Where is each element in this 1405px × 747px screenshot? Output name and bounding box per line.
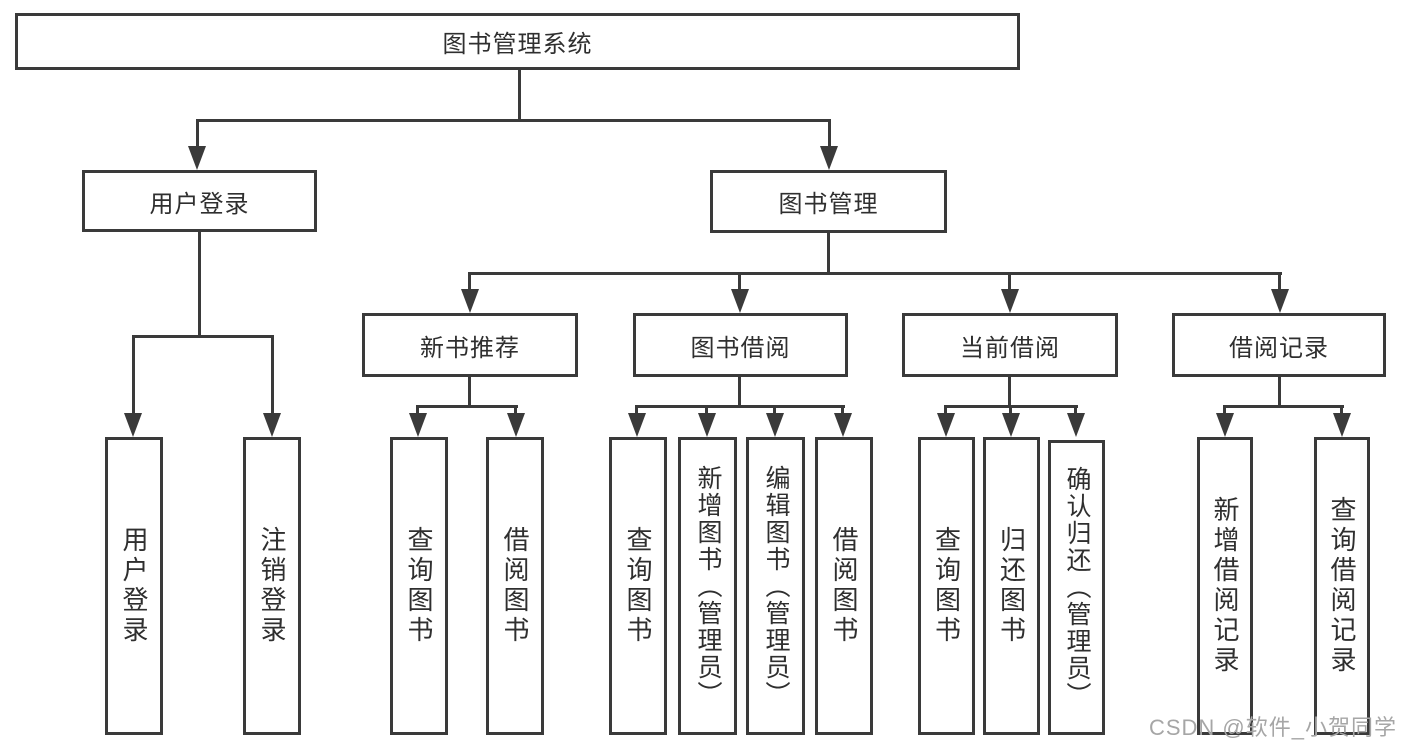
node-label: 借阅图书 <box>500 526 530 646</box>
arrowhead-down-icon <box>1333 413 1351 437</box>
arrowhead-down-icon <box>1271 289 1289 313</box>
arrowhead-down-icon <box>124 413 142 437</box>
node-leaf-query-books: 查询图书 <box>609 437 667 735</box>
node-leaf-add-borrow-record: 新增借阅记录 <box>1197 437 1253 735</box>
connector-stem <box>705 405 708 415</box>
connector-stem <box>1278 377 1281 407</box>
connector-stem <box>841 405 844 415</box>
connector-stem <box>773 405 776 415</box>
connector-stem <box>196 119 199 148</box>
connector-stem <box>1278 272 1281 289</box>
arrowhead-down-icon <box>1067 413 1085 437</box>
connector-stem <box>468 272 471 289</box>
node-library-management-system: 图书管理系统 <box>15 13 1020 70</box>
node-label: 用户登录 <box>149 190 250 218</box>
arrowhead-down-icon <box>1216 413 1234 437</box>
node-new-book-recommend: 新书推荐 <box>362 313 578 377</box>
node-label: 归还图书 <box>996 526 1027 646</box>
connector-stem <box>132 335 135 413</box>
connector-user-login-bar <box>132 335 274 338</box>
arrowhead-down-icon <box>766 413 784 437</box>
arrowhead-down-icon <box>188 146 206 170</box>
node-leaf-logout: 注销登录 <box>243 437 301 735</box>
arrowhead-down-icon <box>409 413 427 437</box>
node-label: 编辑图书（管理员） <box>762 464 790 708</box>
arrowhead-down-icon <box>263 413 281 437</box>
connector-book-mgmt-stem <box>827 233 830 274</box>
node-label: 新书推荐 <box>420 334 520 362</box>
node-label: 查询图书 <box>623 526 653 646</box>
node-leaf-add-books-admin: 新增图书（管理员） <box>678 437 737 735</box>
connector-stem <box>1009 405 1012 415</box>
arrowhead-down-icon <box>1002 413 1020 437</box>
node-label: 图书管理 <box>778 191 879 218</box>
node-leaf-borrow-books: 借阅图书 <box>815 437 873 735</box>
node-label: 借阅记录 <box>1229 334 1329 362</box>
node-label: 图书管理系统 <box>442 31 593 58</box>
connector-stem <box>271 335 274 413</box>
node-label: 查询借阅记录 <box>1327 496 1357 676</box>
node-leaf-query-books-recommend: 查询图书 <box>390 437 448 735</box>
connector-bar <box>1223 405 1344 408</box>
connector-root-bar <box>196 119 831 122</box>
node-leaf-return-books: 归还图书 <box>983 437 1040 735</box>
node-borrowing-records: 借阅记录 <box>1172 313 1386 377</box>
node-book-borrowing: 图书借阅 <box>633 313 848 377</box>
node-leaf-confirm-return-admin: 确认归还（管理员） <box>1048 440 1105 735</box>
arrowhead-down-icon <box>628 413 646 437</box>
connector-stem <box>1223 405 1226 415</box>
node-label: 查询图书 <box>931 526 962 646</box>
node-current-borrowing: 当前借阅 <box>902 313 1118 377</box>
connector-book-mgmt-bar <box>468 272 1282 275</box>
connector-stem <box>635 405 638 415</box>
connector-stem <box>468 377 471 407</box>
connector-stem <box>738 272 741 289</box>
node-label: 图书借阅 <box>690 334 791 362</box>
arrowhead-down-icon <box>698 413 716 437</box>
arrowhead-down-icon <box>834 413 852 437</box>
connector-stem <box>944 405 947 415</box>
connector-stem <box>1340 405 1343 415</box>
node-leaf-borrow-books-recommend: 借阅图书 <box>486 437 544 735</box>
connector-user-login-stem <box>198 232 201 337</box>
connector-stem <box>828 119 831 148</box>
node-label: 查询图书 <box>404 526 434 646</box>
node-label: 用户登录 <box>119 526 149 646</box>
connector-stem <box>514 405 517 415</box>
node-book-management: 图书管理 <box>710 170 947 233</box>
arrowhead-down-icon <box>1001 289 1019 313</box>
connector-stem <box>1008 377 1011 407</box>
arrowhead-down-icon <box>937 413 955 437</box>
arrowhead-down-icon <box>461 289 479 313</box>
node-label: 新增借阅记录 <box>1210 496 1240 676</box>
connector-bar <box>416 405 518 408</box>
connector-stem <box>1008 272 1011 289</box>
node-label: 借阅图书 <box>829 526 859 646</box>
connector-root-stem <box>518 70 521 121</box>
node-leaf-user-login: 用户登录 <box>105 437 163 735</box>
node-label: 当前借阅 <box>960 334 1060 362</box>
node-leaf-query-borrow-record: 查询借阅记录 <box>1314 437 1370 735</box>
node-label: 新增图书（管理员） <box>694 464 722 708</box>
node-leaf-query-books-current: 查询图书 <box>918 437 975 735</box>
arrowhead-down-icon <box>731 289 749 313</box>
node-leaf-edit-books-admin: 编辑图书（管理员） <box>746 437 805 735</box>
node-user-login: 用户登录 <box>82 170 317 232</box>
connector-stem <box>1074 405 1077 415</box>
node-label: 确认归还（管理员） <box>1063 466 1091 709</box>
csdn-watermark: CSDN @软件_小贺同学 <box>1148 715 1397 740</box>
connector-stem <box>416 405 419 415</box>
arrowhead-down-icon <box>507 413 525 437</box>
arrowhead-down-icon <box>820 146 838 170</box>
connector-bar <box>635 405 845 408</box>
node-label: 注销登录 <box>257 526 287 646</box>
connector-stem <box>738 377 741 407</box>
